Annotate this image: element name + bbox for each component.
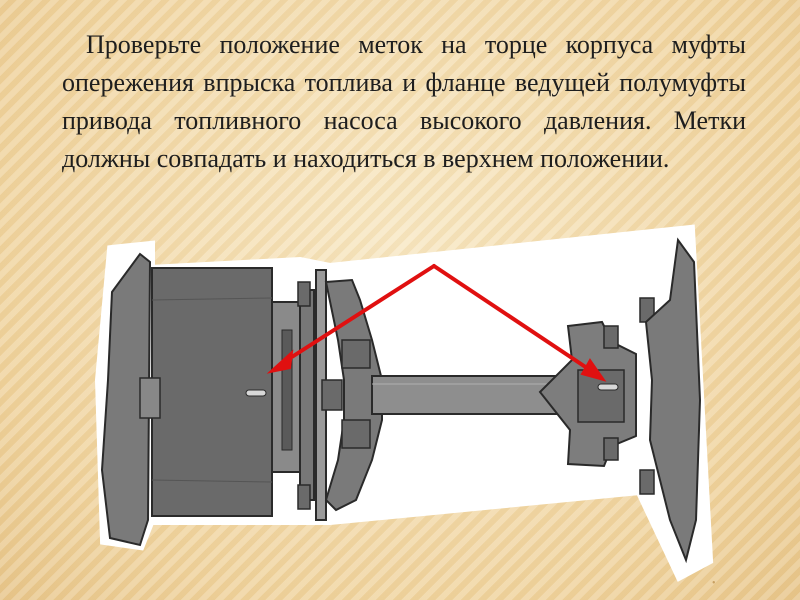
drive-shaft [371, 375, 563, 415]
timing-mark-left [245, 389, 267, 397]
drive-half-coupling [324, 278, 383, 512]
slide-decoration-dot: • [712, 578, 716, 589]
slide-text: Проверьте положение меток на торце корпу… [62, 30, 746, 173]
right-flange [644, 237, 702, 564]
bolts-right [603, 297, 655, 495]
left-shaft [139, 377, 161, 419]
red-pointer-arrows [266, 264, 607, 382]
left-flange [100, 252, 152, 547]
bolts-left [297, 281, 343, 510]
timing-mark-right [597, 383, 619, 391]
